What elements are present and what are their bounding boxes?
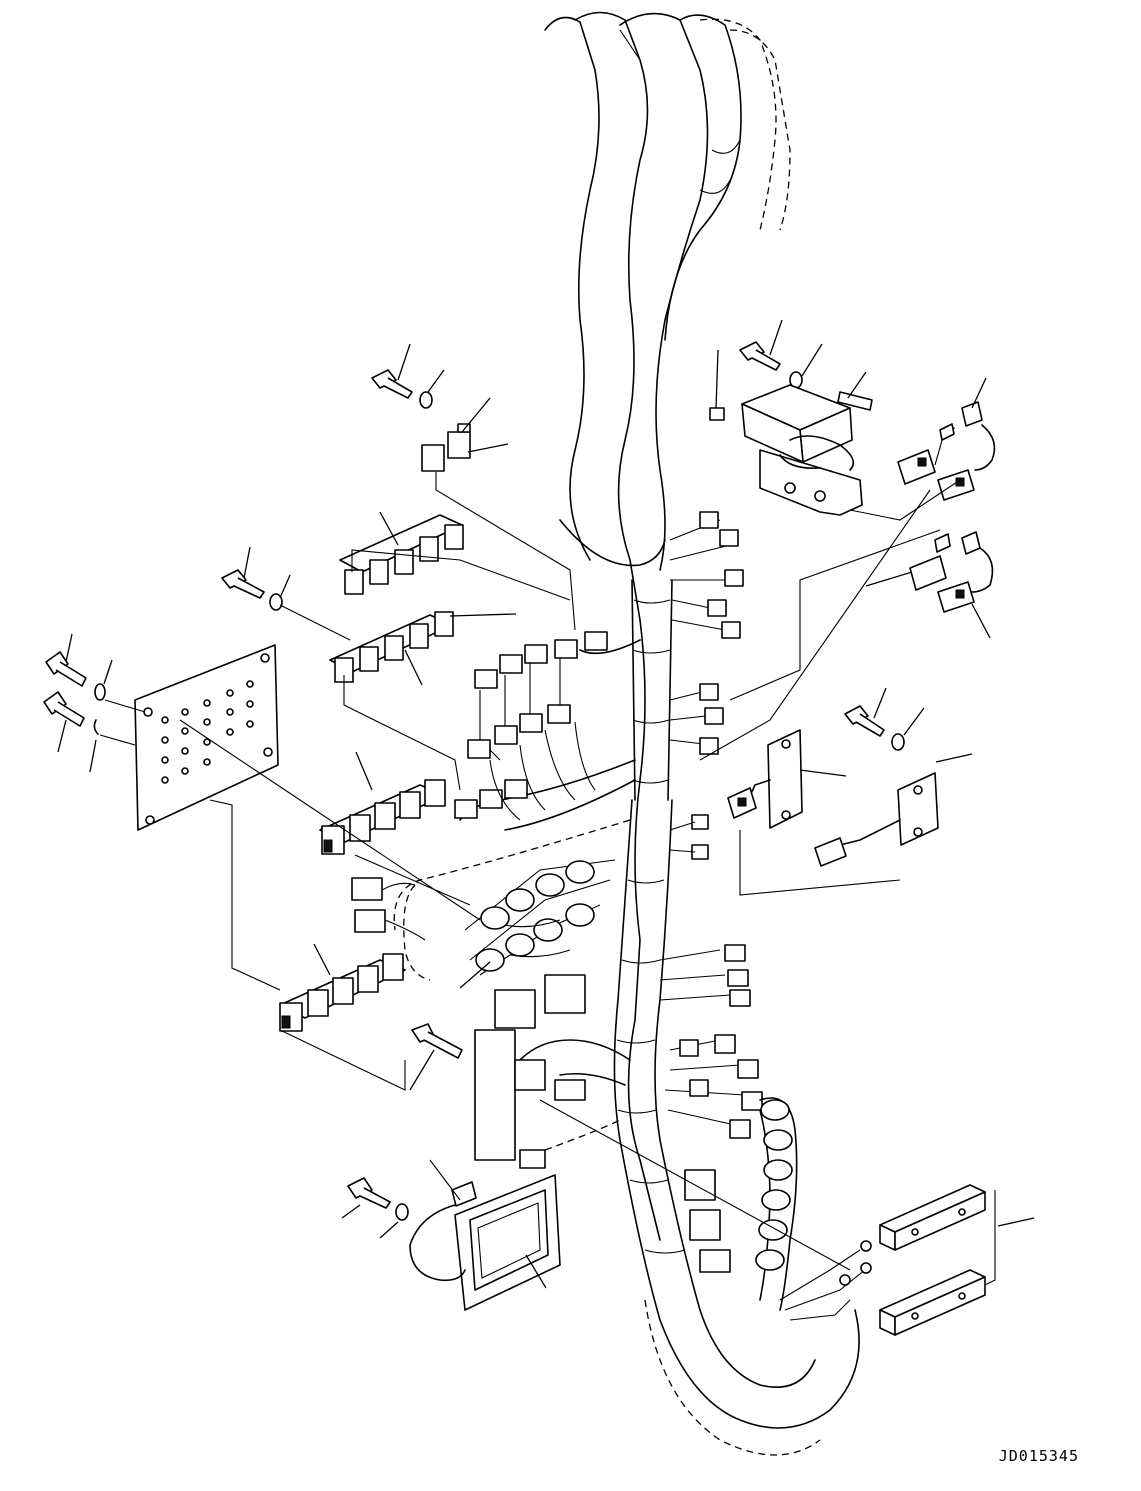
bar-brackets — [879, 1184, 986, 1336]
bolts-and-washers — [43, 341, 905, 1221]
relay-block-c — [319, 779, 446, 855]
bolt — [45, 651, 87, 687]
bracket-assembly — [741, 384, 873, 516]
bolt — [43, 691, 85, 727]
switch-brackets — [727, 729, 939, 867]
connector-clusters — [351, 511, 872, 1321]
assembly-guide-lines — [99, 472, 996, 1286]
drawing-code: JD015345 — [998, 1447, 1079, 1465]
relay-block-d — [279, 953, 406, 1032]
relay-harness-cluster — [464, 859, 616, 976]
callout-leaders — [57, 319, 1035, 1289]
relay-blocks — [279, 423, 471, 1032]
bolt — [221, 569, 265, 599]
bolt — [347, 1177, 391, 1209]
relay-block-b — [329, 611, 454, 683]
bolt — [844, 705, 885, 737]
bolt — [371, 369, 413, 399]
bolt — [411, 1023, 463, 1059]
bolt — [739, 341, 781, 371]
sensor-connectors — [897, 401, 996, 613]
buzzer-unit — [409, 1174, 561, 1311]
main-harness-trunk — [544, 11, 860, 1456]
relay-block-a — [339, 514, 464, 595]
